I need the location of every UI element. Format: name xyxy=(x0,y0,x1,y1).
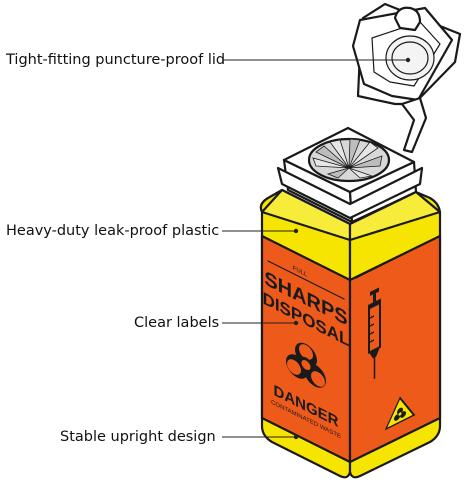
funnel-teeth xyxy=(312,138,383,179)
callout-lid: Tight-fitting puncture-proof lid xyxy=(5,52,411,68)
callout-plastic: Heavy-duty leak-proof plastic xyxy=(6,223,299,239)
callout-labels: Clear labels xyxy=(134,315,299,331)
syringe-icon xyxy=(368,287,381,380)
callout-label-stable: Stable upright design xyxy=(60,429,216,445)
callout-label-lid: Tight-fitting puncture-proof lid xyxy=(5,52,225,68)
callout-label-plastic: Heavy-duty leak-proof plastic xyxy=(6,223,219,239)
biohazard-icon xyxy=(286,342,326,388)
callout-stable: Stable upright design xyxy=(60,429,299,445)
container-lid xyxy=(351,2,462,154)
callout-label-labels: Clear labels xyxy=(134,315,219,331)
label-right-face xyxy=(355,238,435,431)
biohazard-triangle-icon xyxy=(384,396,416,431)
container-body xyxy=(259,188,442,479)
